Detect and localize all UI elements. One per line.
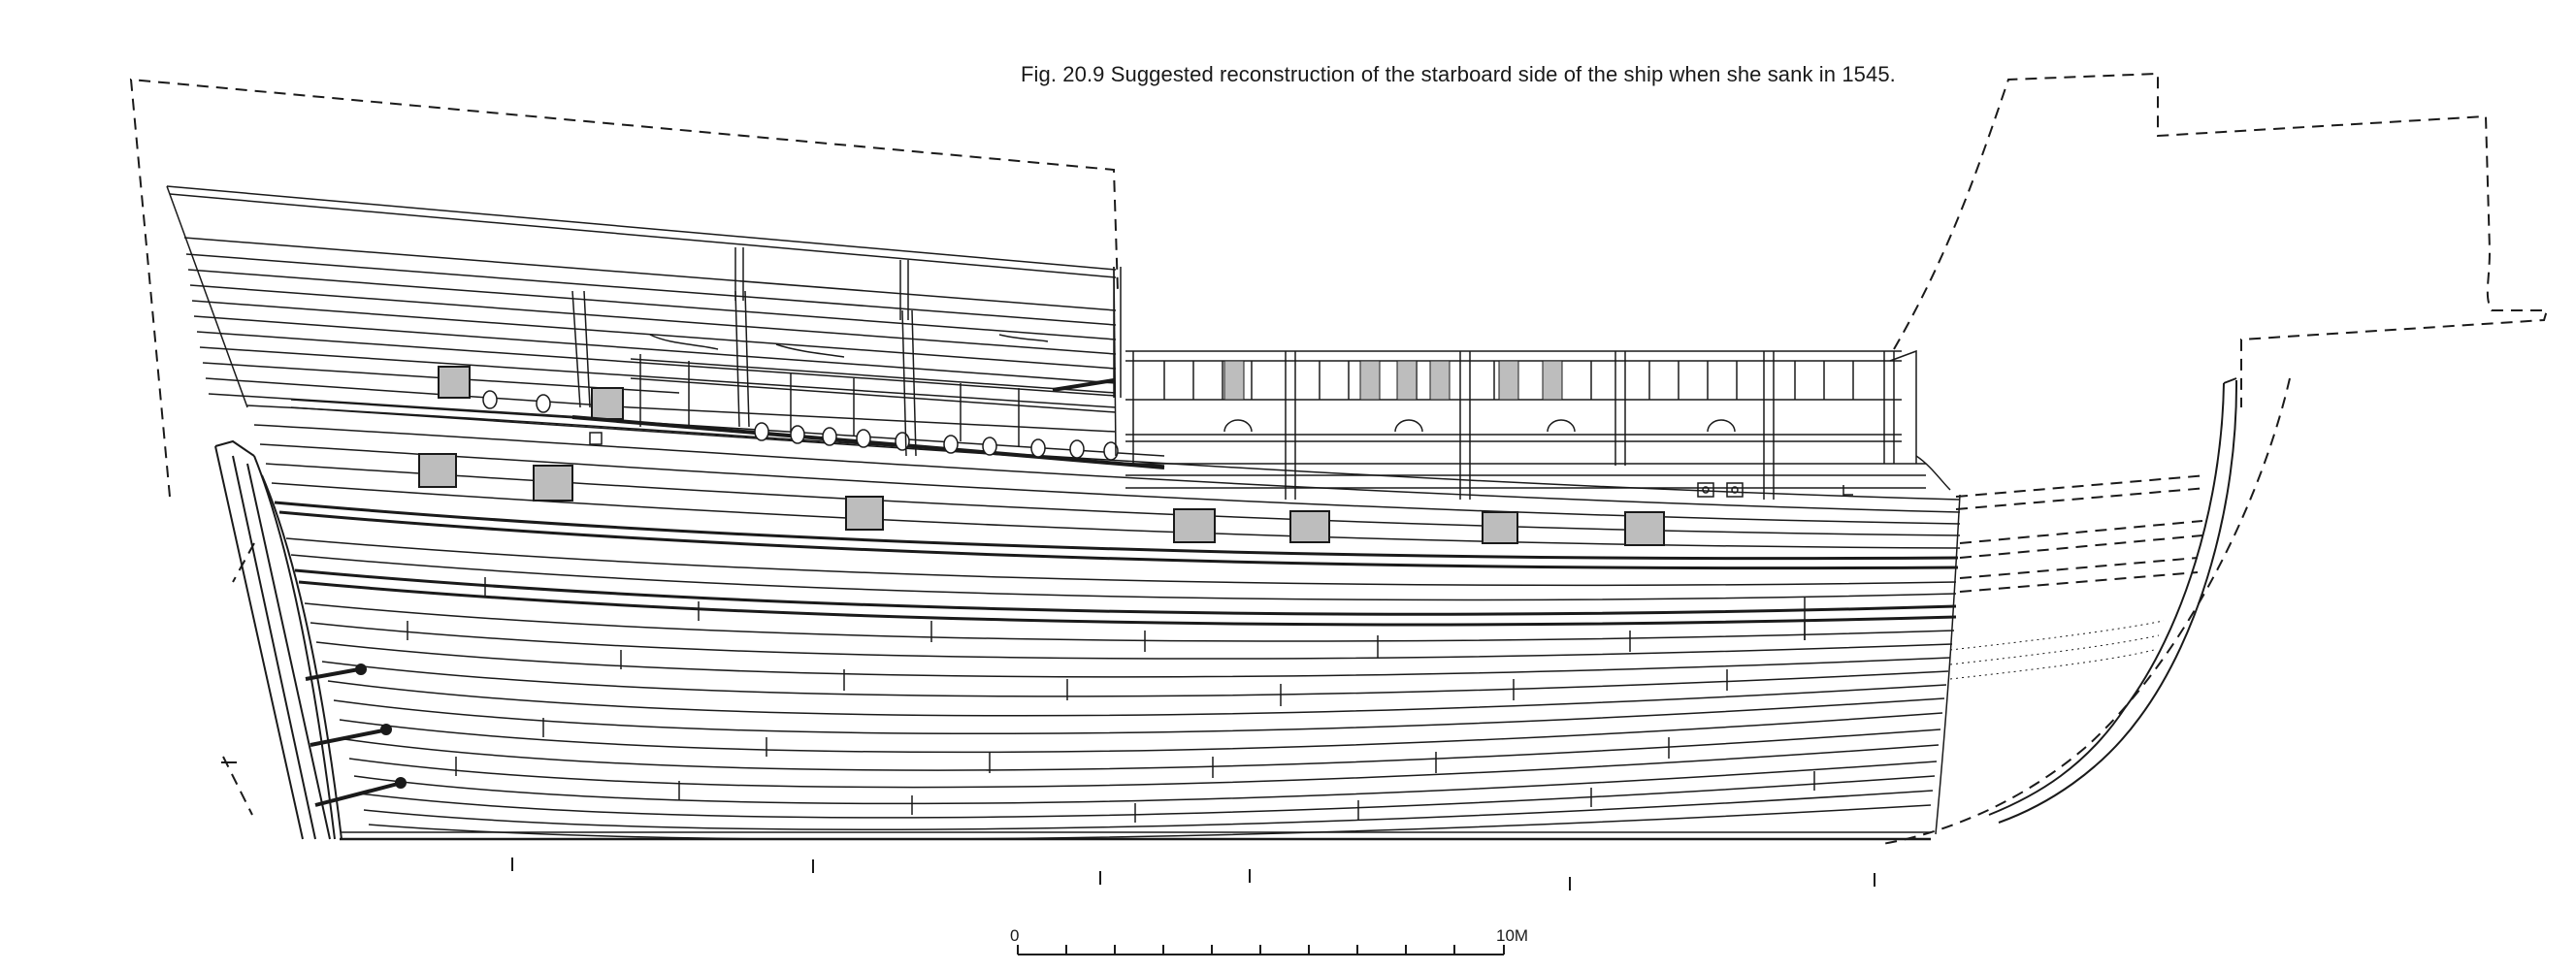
gun-ports [418, 366, 1665, 546]
dashed-reconstruction-outline [129, 72, 2549, 845]
gun-port [1624, 511, 1665, 546]
sterncastle-planking [166, 185, 1122, 418]
gun-port [418, 453, 457, 488]
scale-bar [1017, 945, 1505, 955]
gun-carriage-wheels [482, 390, 1119, 461]
figure-caption: Fig. 20.9 Suggested reconstruction of th… [1021, 62, 1896, 86]
rudder-pintles [305, 664, 407, 807]
stem-timber [1988, 377, 2238, 824]
gun-port [591, 387, 624, 420]
sterncastle-framework [571, 266, 1117, 457]
scale-end-label: 10M [1496, 926, 1528, 945]
plank-butts [407, 577, 1815, 823]
dotted-projection-lines [1949, 620, 2165, 680]
waist-panels [1223, 360, 1563, 401]
gun-port [533, 465, 573, 502]
hull-planking [246, 405, 1961, 841]
gun-port [1289, 510, 1330, 543]
scale-start-label: 0 [1010, 926, 1019, 945]
stern-post [214, 439, 342, 840]
gun-port [1482, 511, 1518, 544]
waist-rail-structure [1125, 349, 1926, 500]
gun-port [845, 496, 884, 531]
station-marks [221, 761, 1875, 890]
gun-port [1173, 508, 1216, 543]
gun-port [438, 366, 471, 399]
deck-fittings [589, 432, 1951, 498]
